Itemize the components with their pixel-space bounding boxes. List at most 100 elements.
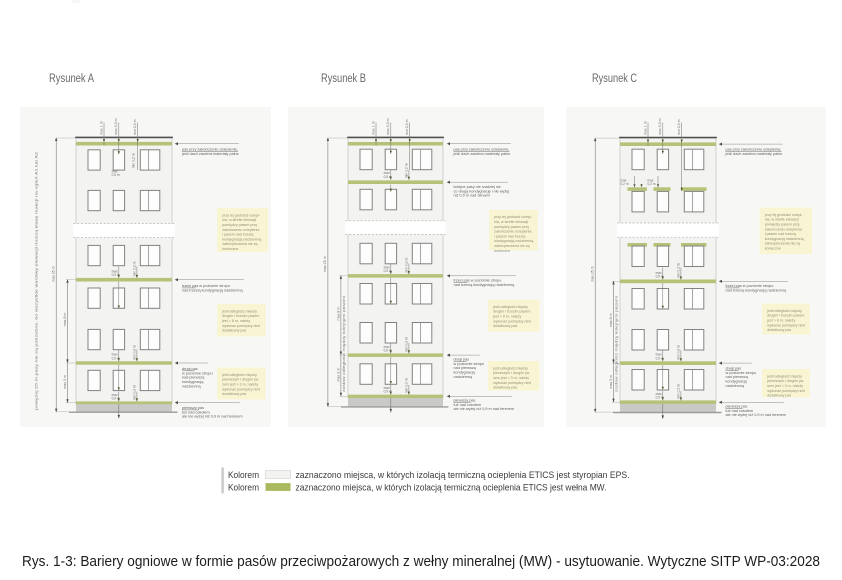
svg-text:nad trzecią kondygnacją nadzie: nad trzecią kondygnacją nadziemną [182, 288, 243, 292]
svg-text:pomiędzy pasem przy: pomiędzy pasem przy [494, 225, 529, 229]
svg-text:max: max [384, 345, 390, 349]
svg-text:trzeci pas w poziomie stropu: trzeci pas w poziomie stropu [454, 279, 502, 283]
svg-text:i pasem nad trzecią: i pasem nad trzecią [222, 233, 253, 237]
svg-text:max: max [656, 353, 662, 357]
svg-text:pierwszym i drugim pa-: pierwszym i drugim pa- [222, 378, 260, 382]
svg-text:nad trzecią kondygnacją nadzie: nad trzecią kondygnacją nadziemną [454, 283, 515, 287]
svg-text:0,2 m: 0,2 m [648, 182, 656, 186]
svg-text:dodatkowy pas: dodatkowy pas [493, 386, 517, 390]
svg-text:dodatkowy pas: dodatkowy pas [767, 328, 791, 332]
svg-text:w poziomie stropu: w poziomie stropu [726, 371, 757, 375]
svg-text:0,5 m: 0,5 m [656, 356, 664, 360]
svg-text:max 8 m: max 8 m [609, 313, 613, 327]
svg-text:0,5 m: 0,5 m [656, 275, 664, 279]
svg-text:max: max [656, 392, 662, 396]
svg-text:max: max [112, 269, 118, 273]
svg-text:kondygnacją nadziemną,: kondygnacją nadziemną, [765, 237, 805, 241]
svg-text:jeśli odległość między: jeśli odległość między [492, 305, 528, 309]
svg-text:0,9 m: 0,9 m [656, 396, 664, 400]
svg-text:max 3 m: max 3 m [63, 375, 67, 389]
svg-text:zakończeniu ocieplenia: zakończeniu ocieplenia [494, 230, 531, 234]
svg-text:ale nie wyżej niż 0,9 m nad te: ale nie wyżej niż 0,9 m nad terenem [182, 415, 243, 419]
svg-text:max: max [384, 386, 390, 390]
svg-text:nia, w strefie elewacji: nia, w strefie elewacji [222, 218, 256, 222]
svg-text:max 25 m: max 25 m [51, 266, 55, 282]
svg-text:max: max [384, 266, 390, 270]
svg-text:max 1 m: max 1 m [643, 121, 647, 135]
svg-text:drugi pas: drugi pas [182, 367, 198, 371]
svg-text:wykonać pomiędzy nimi: wykonać pomiędzy nimi [493, 381, 531, 385]
svg-text:kondygnacją: kondygnacją [726, 380, 748, 384]
svg-text:nad pierwszą: nad pierwszą [182, 376, 205, 380]
svg-text:ale nie wyżej niż 0,9 m nad te: ale nie wyżej niż 0,9 m nad terenem [726, 413, 787, 417]
svg-text:kondygnacją nadziemną,: kondygnacją nadziemną, [494, 239, 534, 243]
svg-text:nad trzecią kondygnacją nadzie: nad trzecią kondygnacją nadziemną [726, 288, 787, 292]
svg-text:pas przy zakończeniu ociepleni: pas przy zakończeniu ocieplenia, [726, 148, 782, 152]
svg-text:min 0,2 m: min 0,2 m [677, 345, 681, 360]
svg-text:0,9 m: 0,9 m [384, 390, 392, 394]
svg-text:zakończeniu ocieplenia: zakończeniu ocieplenia [222, 228, 259, 232]
svg-text:kondygnacją nadziemną,: kondygnacją nadziemną, [222, 237, 262, 241]
svg-text:min 0,2 m: min 0,2 m [677, 263, 681, 278]
svg-text:drugim i trzecim pasem: drugim i trzecim pasem [493, 310, 530, 314]
svg-text:min 0,2 m: min 0,2 m [405, 258, 409, 273]
svg-text:nadziemną: nadziemną [182, 384, 201, 388]
svg-text:max 8 m: max 8 m [63, 313, 67, 327]
svg-text:jest > 8 m, należy: jest > 8 m, należy [221, 319, 250, 323]
svg-text:pas przy zakończeniu ociepleni: pas przy zakończeniu ocieplenia, [454, 147, 510, 151]
svg-text:powyżej 25 m pasy nie są potrz: powyżej 25 m pasy nie są potrzebne, bo w… [35, 152, 39, 410]
svg-text:drugi pas: drugi pas [726, 367, 742, 371]
svg-text:jest > 8 m, należy: jest > 8 m, należy [492, 315, 521, 319]
svg-text:max 1 m: max 1 m [99, 121, 103, 135]
svg-text:tuż nad cokołem: tuż nad cokołem [182, 410, 210, 414]
svg-text:zaznaczono miejsca, w których: zaznaczono miejsca, w których izolacją t… [296, 470, 630, 480]
svg-text:max: max [656, 271, 662, 275]
svg-text:niż 0,5 m nad oknami: niż 0,5 m nad oknami [454, 194, 490, 198]
svg-text:drugim i trzecim pasem: drugim i trzecim pasem [222, 314, 259, 318]
svg-text:jeśli dach zawiera materiały p: jeśli dach zawiera materiały palne [725, 152, 783, 156]
svg-text:wykonać pomiędzy nimi: wykonać pomiędzy nimi [222, 324, 260, 328]
svg-text:max 3 m: max 3 m [336, 368, 340, 382]
svg-text:sem jest > 3 m, należy: sem jest > 3 m, należy [222, 383, 258, 387]
svg-text:jeśli odległość między: jeśli odległość między [221, 373, 257, 377]
svg-text:trzeci pas w poziomie stropu: trzeci pas w poziomie stropu [726, 284, 774, 288]
svg-text:pomiędzy pasem przy: pomiędzy pasem przy [222, 223, 257, 227]
svg-text:0,5 m: 0,5 m [384, 175, 392, 179]
svg-text:zostaw odległości między kolej: zostaw odległości między kolejnymi pasam… [615, 296, 619, 392]
svg-text:min 0,2 m: min 0,2 m [132, 153, 136, 168]
svg-text:pierwszym i drugim pa-: pierwszym i drugim pa- [493, 371, 531, 375]
svg-text:max 1 m: max 1 m [371, 121, 375, 135]
svg-text:przy tej grubości ociepl-: przy tej grubości ociepl- [494, 215, 533, 219]
svg-text:pierwszy pas: pierwszy pas [454, 399, 476, 403]
svg-text:min 0,2 m: min 0,2 m [677, 119, 681, 134]
svg-text:jeśli odległość między: jeśli odległość między [766, 374, 802, 378]
svg-text:nadziemną: nadziemną [726, 384, 745, 388]
svg-text:0,5 m: 0,5 m [384, 269, 392, 273]
svg-text:wykonać pomiędzy nimi: wykonać pomiędzy nimi [767, 323, 805, 327]
svg-text:przy tej grubości ociepl-: przy tej grubości ociepl- [222, 213, 261, 217]
svg-text:min 0,2 m: min 0,2 m [133, 261, 137, 276]
svg-text:Rys. 1-3: Bariery ogniowe w fo: Rys. 1-3: Bariery ogniowe w formie pasów… [22, 553, 820, 570]
svg-text:konieczne: konieczne [222, 247, 238, 251]
svg-text:trzeci pas w poziomie stropu: trzeci pas w poziomie stropu [182, 284, 230, 288]
svg-text:max 0,5 m: max 0,5 m [114, 118, 118, 134]
svg-text:nadziemną: nadziemną [454, 375, 473, 379]
svg-text:max: max [621, 178, 627, 182]
svg-text:0,9 m: 0,9 m [112, 397, 120, 401]
svg-text:pomiędzy pasem przy: pomiędzy pasem przy [765, 223, 800, 227]
svg-text:co drugą kondygnację i nie wyż: co drugą kondygnację i nie wyżej [454, 189, 510, 193]
svg-text:pierwszym i drugim pa-: pierwszym i drugim pa- [767, 379, 805, 383]
svg-text:konieczne: konieczne [765, 247, 781, 251]
svg-text:tuż nad cokołem: tuż nad cokołem [454, 403, 482, 407]
svg-text:min 0,2 m: min 0,2 m [133, 385, 137, 400]
svg-text:jest > 8 m, należy: jest > 8 m, należy [766, 319, 795, 323]
svg-text:min 0,2 m: min 0,2 m [405, 337, 409, 352]
svg-text:drugi pas: drugi pas [454, 358, 470, 362]
svg-text:Rysunek B: Rysunek B [321, 71, 366, 85]
svg-text:min 0,2 m: min 0,2 m [677, 384, 681, 399]
svg-text:min 0,2 m: min 0,2 m [405, 119, 409, 134]
svg-text:dodatkowy pas: dodatkowy pas [493, 324, 517, 328]
svg-text:jeśli dach zawiera materiały p: jeśli dach zawiera materiały palne [181, 152, 239, 156]
svg-text:0,2 m: 0,2 m [621, 182, 629, 186]
svg-text:zabezpieczenia nie są: zabezpieczenia nie są [222, 242, 257, 246]
